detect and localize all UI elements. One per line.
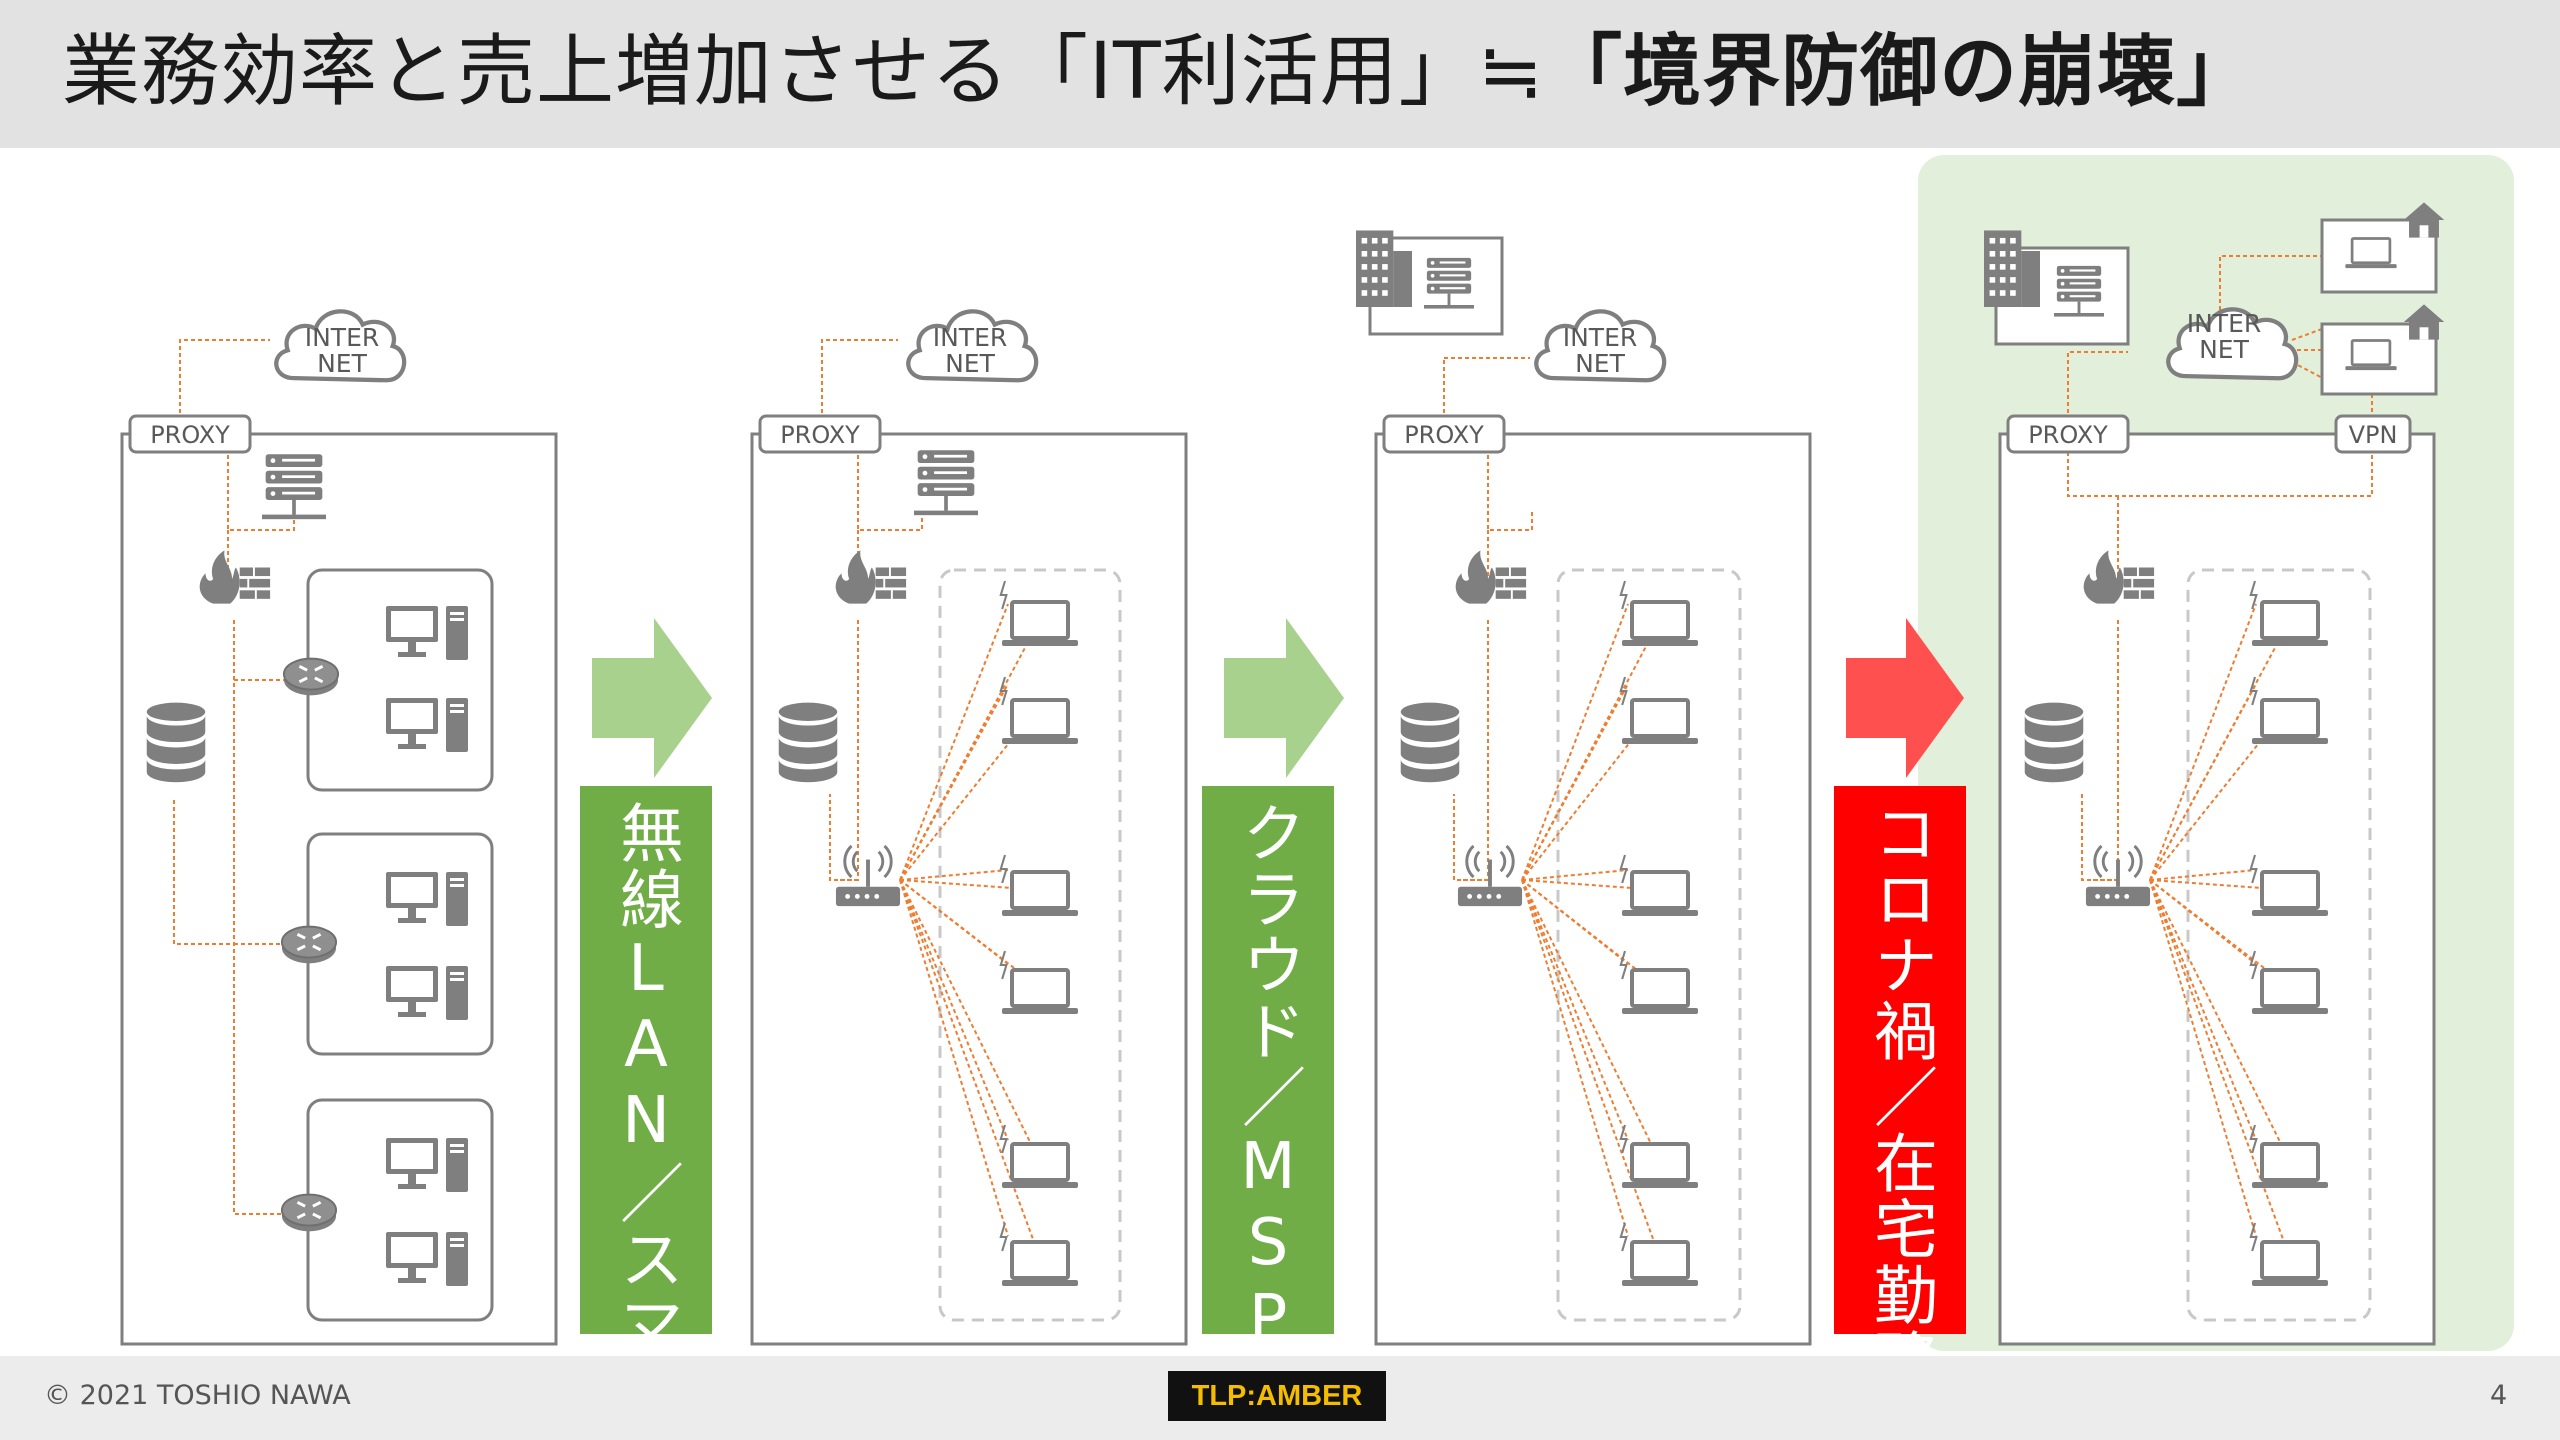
laptop-icon: [1620, 600, 1700, 648]
laptop-icon: [1620, 1240, 1700, 1288]
proxy-label: PROXY: [1404, 421, 1484, 449]
router-icon: [282, 657, 340, 697]
laptop-icon: [1620, 1142, 1700, 1190]
laptop-icon: [1000, 870, 1080, 918]
tlp-badge: TLP:AMBER: [1168, 1371, 1386, 1421]
laptop-icon: [2250, 1240, 2330, 1288]
internet-label-line2: NET: [945, 349, 995, 378]
copyright-text: © 2021 TOSHIO NAWA: [44, 1380, 351, 1411]
internet-label-line2: NET: [317, 349, 367, 378]
panel-3-cloud-msp: INTER NET PROXY: [1356, 230, 1812, 1346]
transition-band-cloud: クラウド／MSP: [1202, 786, 1334, 1358]
internet-label-line2: NET: [1575, 349, 1625, 378]
internet-label-line1: INTER: [305, 323, 380, 352]
laptop-icon: [1620, 968, 1700, 1016]
transition-arrow: [592, 618, 712, 778]
proxy-box: [758, 414, 882, 454]
laptop-icon: [1620, 870, 1700, 918]
network-boundary-frame: [1998, 432, 2436, 1346]
laptop-icon: [1620, 698, 1700, 746]
panel-1-wired-lan: INTER NET PROXY: [120, 311, 558, 1346]
page-number: 4: [2490, 1380, 2508, 1411]
title-emphasis: 「境界防御の崩壊」: [1544, 27, 2256, 117]
panel-2-wireless: INTER NET PROXY: [750, 311, 1188, 1346]
proxy-box: [128, 414, 252, 454]
title-prefix: 業務効率と売上増加させる「IT利活用」≒: [62, 27, 1545, 117]
laptop-icon: [2250, 968, 2330, 1016]
laptop-icon: [2250, 698, 2330, 746]
panel-4-remote-work: INTER NET PROXY VPN: [1984, 202, 2445, 1346]
internet-label-line1: INTER: [933, 323, 1008, 352]
connection-lines: [821, 339, 1041, 1259]
transition-label: クラウド／MSP: [1231, 800, 1305, 1358]
transition-band-wireless: 無線LAN／スマホ: [580, 786, 712, 1424]
laptop-icon: [2250, 600, 2330, 648]
laptop-icon: [1000, 968, 1080, 1016]
internet-label-line1: INTER: [2187, 309, 2262, 338]
transition-band-covid: コロナ禍／在宅勤務: [1834, 786, 1966, 1394]
transition-arrow: [1846, 618, 1964, 778]
laptop-icon: [1000, 698, 1080, 746]
laptop-icon: [2250, 1142, 2330, 1190]
network-boundary-frame: [1374, 432, 1812, 1346]
proxy-label: PROXY: [150, 421, 230, 449]
connection-lines: [1443, 357, 1661, 1259]
vpn-label: VPN: [2349, 421, 2398, 449]
transition-arrow: [1224, 618, 1344, 778]
router-icon: [280, 925, 338, 965]
laptop-icon: [1000, 1240, 1080, 1288]
vpn-box: [2334, 414, 2412, 454]
slide-title: 業務効率と売上増加させる「IT利活用」≒「境界防御の崩壊」: [62, 22, 2255, 122]
proxy-label: PROXY: [2028, 421, 2108, 449]
laptop-icon: [1000, 600, 1080, 648]
internet-label-line1: INTER: [1563, 323, 1638, 352]
transition-label: 無線LAN／スマホ: [609, 800, 683, 1424]
router-icon: [280, 1193, 338, 1233]
proxy-label: PROXY: [780, 421, 860, 449]
house-icon: [2403, 304, 2445, 340]
laptop-icon: [2250, 870, 2330, 918]
laptop-icon: [1000, 1142, 1080, 1190]
internet-label-line2: NET: [2199, 335, 2249, 364]
proxy-box: [2006, 414, 2130, 454]
transition-label: コロナ禍／在宅勤務: [1863, 800, 1937, 1394]
house-icon: [2403, 202, 2445, 238]
title-bar: [0, 0, 2560, 148]
network-boundary-frame: [750, 432, 1188, 1346]
building-icon: [1984, 230, 2040, 307]
laptop-icon: [2344, 237, 2398, 270]
proxy-box: [1382, 414, 1506, 454]
laptop-icon: [2344, 339, 2398, 372]
